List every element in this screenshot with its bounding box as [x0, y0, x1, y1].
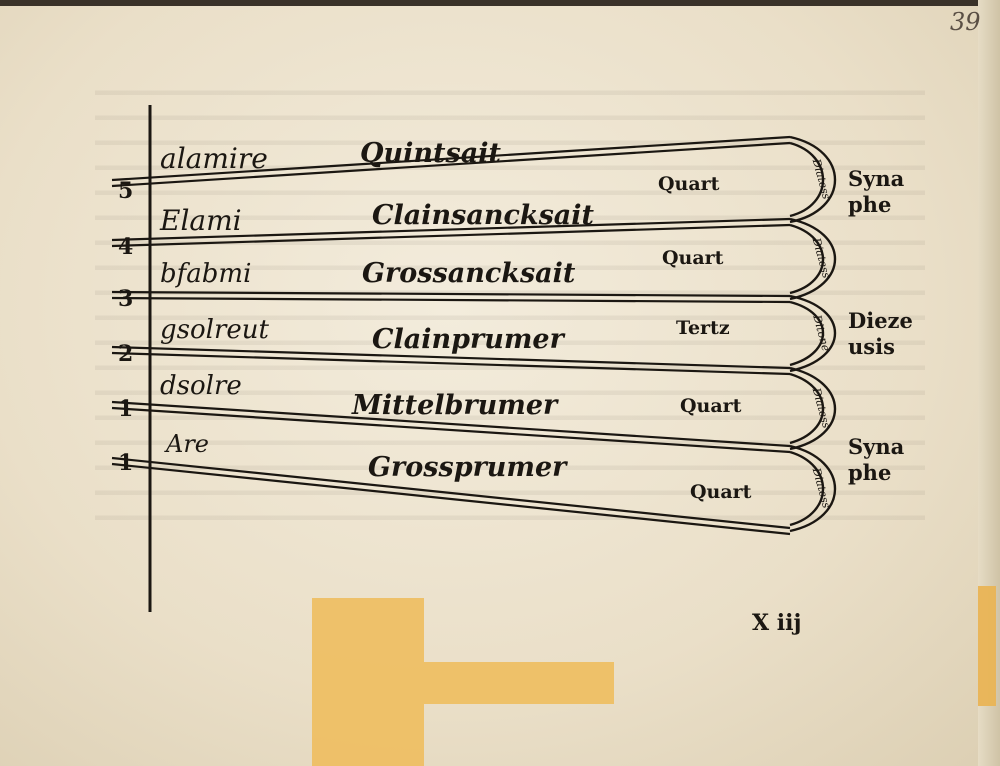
- arc-3-inner: [789, 300, 825, 367]
- repair-tape: [312, 598, 424, 766]
- string-line-6b: [111, 462, 791, 536]
- arc-4-inner: [789, 372, 825, 445]
- string-line-5a: [111, 400, 791, 448]
- page-top-edge: [0, 0, 1000, 6]
- interval-arcs: [789, 135, 837, 533]
- note-name-4: gsolreut: [160, 315, 270, 345]
- string-line-6a: [111, 456, 791, 530]
- side-label-1-line1: Syna: [848, 166, 905, 191]
- string-name-3: Grossancksait: [362, 258, 576, 289]
- side-label-1-line2: phe: [848, 192, 891, 217]
- note-name-3: bfabmi: [160, 259, 251, 289]
- string-line-3b: [111, 296, 791, 304]
- course-number-3: 3: [118, 286, 133, 312]
- page-right-edge: [978, 0, 1000, 766]
- string-name-1: Quintsait: [360, 138, 501, 169]
- course-number-1: 5: [118, 178, 133, 204]
- arc-5-inner: [789, 450, 825, 527]
- arc-4-outer: [789, 366, 837, 451]
- string-name-4: Clainprumer: [372, 324, 566, 355]
- string-line-4b: [111, 351, 791, 376]
- interval-label-5: Quart: [690, 481, 752, 503]
- repair-tape: [978, 586, 996, 706]
- string-name-2: Clainsancksait: [372, 200, 595, 231]
- side-label-2-line1: Dieze: [848, 308, 913, 333]
- string-line-4a: [111, 345, 791, 370]
- folio-number: 39: [950, 8, 981, 36]
- course-number-2: 4: [118, 234, 133, 260]
- interval-label-3: Tertz: [676, 317, 730, 339]
- arc-2-outer: [789, 217, 837, 301]
- arc-3-outer: [789, 294, 837, 373]
- interval-label-2: Quart: [662, 247, 724, 269]
- string-line-2a: [111, 217, 791, 242]
- note-name-1: alamire: [160, 142, 268, 175]
- string-line-5b: [111, 406, 791, 454]
- string-lines: [111, 135, 791, 536]
- string-line-2b: [111, 223, 791, 248]
- arc-1-outer: [789, 135, 837, 224]
- signature-mark: X iij: [752, 610, 802, 636]
- interval-label-4: Quart: [680, 395, 742, 417]
- course-number-4: 2: [118, 341, 133, 367]
- string-line-3a: [111, 290, 791, 298]
- course-number-6: 1: [118, 450, 133, 476]
- side-label-3-line2: phe: [848, 460, 891, 485]
- arc-5-outer: [789, 444, 837, 533]
- side-label-2-line2: usis: [848, 334, 895, 359]
- string-name-6: Grossprumer: [368, 452, 568, 483]
- note-name-2: Elami: [159, 204, 242, 237]
- course-number-5: 1: [118, 396, 133, 422]
- note-name-5: dsolre: [160, 371, 242, 401]
- arc-2-inner: [789, 223, 825, 295]
- interval-label-1: Quart: [658, 173, 720, 195]
- arc-1-inner: [789, 141, 825, 218]
- string-name-5: Mittelbrumer: [351, 390, 559, 421]
- side-label-3-line1: Syna: [848, 434, 905, 459]
- string-line-1a: [111, 135, 791, 182]
- string-line-1b: [111, 141, 791, 188]
- repair-tape: [424, 662, 614, 704]
- note-name-6: Are: [164, 430, 209, 458]
